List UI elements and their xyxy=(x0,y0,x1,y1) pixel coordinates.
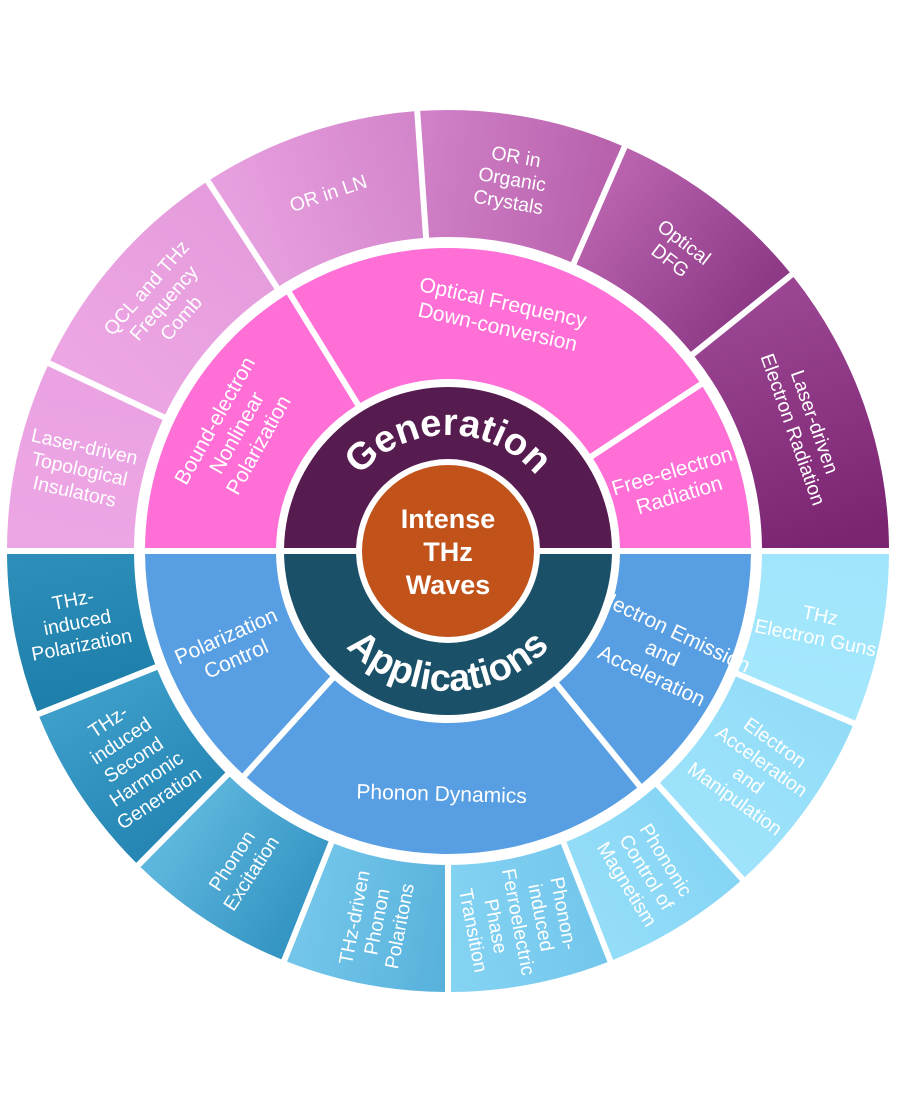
middle-segment-bound-electron-nonlinear-polarization[interactable] xyxy=(145,294,356,549)
outer-segment-qcl-and-thz-frequency-comb[interactable] xyxy=(50,182,275,415)
middle-segment-phonon-dynamics-label: Phonon Dynamics xyxy=(356,781,527,808)
middle-segment-phonon-dynamics-label-line: Phonon Dynamics xyxy=(356,781,527,808)
outer-segment-thz-induced-polarization[interactable] xyxy=(7,553,156,712)
outer-segment-laser-driven-electron-radiation[interactable] xyxy=(694,277,889,549)
center-label-line: THz xyxy=(423,537,473,567)
center-label-line: Intense xyxy=(401,504,496,534)
middle-segment-optical-frequency-down-conversion[interactable] xyxy=(291,247,700,454)
outer-segment-phonon-excitation[interactable] xyxy=(140,776,329,960)
middle-segment-free-electron-radiation[interactable] xyxy=(593,386,751,549)
center-label-line: Waves xyxy=(406,570,491,600)
outer-segment-laser-driven-topological-insulators[interactable] xyxy=(7,365,163,549)
outer-segment-or-in-organic-crystals[interactable] xyxy=(420,109,622,263)
outer-segment-optical-dfg[interactable] xyxy=(576,148,790,352)
middle-segment-phonon-dynamics[interactable] xyxy=(246,680,638,855)
outer-segment-thz-induced-second-harmonic-generation[interactable] xyxy=(39,669,226,863)
outer-segment-thz-electron-guns[interactable] xyxy=(738,553,889,721)
outer-segment-phonon-induced-ferroelectric-phase-transition[interactable] xyxy=(450,844,608,992)
center-circle[interactable] xyxy=(362,465,534,637)
outer-segment-thz-driven-phonon-polaritons[interactable] xyxy=(287,843,446,992)
core-half-generation[interactable] xyxy=(284,387,612,549)
middle-segment-polarization-control[interactable] xyxy=(145,553,331,774)
middle-segment-electron-emission-and-acceleration[interactable] xyxy=(559,553,751,784)
outer-segment-electron-acceleration-and-manipulation[interactable] xyxy=(659,676,853,878)
outer-segment-phononic-control-of-magnetism[interactable] xyxy=(566,786,741,960)
core-half-applications[interactable] xyxy=(284,553,612,715)
outer-segment-or-in-ln[interactable] xyxy=(210,111,424,287)
